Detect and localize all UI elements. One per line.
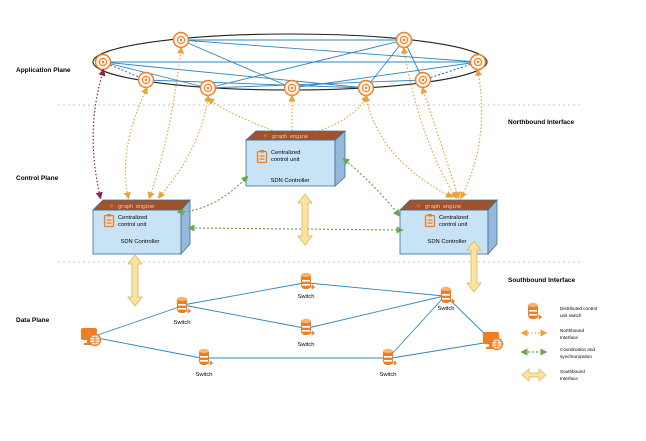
- southbound-interface-label: Southbound Interface: [508, 277, 576, 284]
- app-node-icon: [283, 79, 301, 97]
- legend: Distributed control unit switch Northbou…: [520, 302, 597, 382]
- switch-node: Switch: [297, 272, 315, 300]
- app-node-icon: [395, 31, 413, 49]
- northbound-arrow-alt: [92, 68, 106, 200]
- star-icon: ✳: [109, 203, 114, 210]
- graph-engine-label: graph engine: [118, 204, 154, 210]
- switch-node: Switch: [195, 348, 213, 378]
- control-plane-label: Control Plane: [16, 175, 59, 182]
- data-plane-links: [91, 282, 493, 359]
- sdn-controller-central: graph engine ✳ Centralized control unit …: [244, 130, 347, 187]
- control-unit-line2: control unit: [118, 222, 147, 228]
- legend-southbound-line1: Southbound: [560, 369, 585, 374]
- switch-label: Switch: [379, 372, 396, 378]
- application-plane-label: Application Plane: [16, 67, 71, 74]
- app-node-icon: [199, 79, 217, 97]
- switch-icon: [440, 286, 455, 304]
- switch-node: Switch: [379, 348, 397, 378]
- switch-node: Switch: [173, 296, 191, 326]
- sdn-controller-left: graph engine ✳ Centralized control unit …: [92, 198, 191, 256]
- switch-label: Switch: [297, 342, 314, 348]
- host-computer-icon: [482, 331, 504, 351]
- control-unit-line2: control unit: [439, 222, 468, 228]
- legend-northbound-line1: Northbound: [560, 328, 584, 333]
- legend-southbound-arrow: [521, 368, 547, 382]
- star-icon: ✳: [416, 203, 421, 210]
- legend-northbound-line2: Interface: [560, 335, 578, 340]
- control-unit-line1: Centralized: [439, 215, 468, 221]
- legend-coordination-line2: synchronization: [560, 354, 592, 359]
- controller-name: SDN Controller: [428, 239, 467, 245]
- switch-node: Switch: [297, 318, 315, 348]
- star-icon: ✳: [263, 133, 268, 140]
- control-unit-line1: Centralized: [271, 150, 300, 156]
- app-node-icon: [94, 53, 112, 71]
- legend-distributed-line2: unit switch: [560, 313, 582, 318]
- switch-label: Switch: [437, 306, 454, 312]
- switch-icon: [176, 296, 191, 314]
- control-unit-line1: Centralized: [118, 215, 147, 221]
- legend-southbound-line2: Interface: [560, 376, 578, 381]
- switch-label: Switch: [173, 320, 190, 326]
- northbound-arrows: [123, 46, 483, 200]
- southbound-arrows: [127, 193, 482, 307]
- app-node-icon: [357, 79, 375, 97]
- data-plane-label: Data Plane: [16, 317, 50, 324]
- graph-engine-label: graph engine: [425, 204, 461, 210]
- controller-name: SDN Controller: [121, 239, 160, 245]
- sdn-controller-right: graph engine ✳ Centralized control unit …: [399, 198, 498, 256]
- control-unit-line2: control unit: [271, 157, 300, 163]
- legend-coordination-line1: Coordination and: [560, 347, 595, 352]
- switch-label: Switch: [297, 294, 314, 300]
- host-computer-icon: [80, 327, 102, 347]
- legend-distributed-line1: Distributed control: [560, 306, 597, 311]
- legend-switch-icon: [527, 302, 542, 320]
- coordination-arrows: [176, 157, 404, 234]
- northbound-interface-label: Northbound Interface: [508, 119, 574, 126]
- switch-icon: [300, 272, 315, 290]
- app-node-icon: [414, 71, 432, 89]
- switch-label: Switch: [195, 372, 212, 378]
- app-node-icon: [172, 31, 190, 49]
- switch-node: Switch: [437, 286, 455, 312]
- app-node-icon: [137, 71, 155, 89]
- controller-name: SDN Controller: [271, 178, 310, 184]
- application-dashed-link: [422, 61, 479, 81]
- app-node-icon: [469, 53, 487, 71]
- graph-engine-label: graph engine: [272, 134, 308, 140]
- switch-icon: [198, 348, 213, 366]
